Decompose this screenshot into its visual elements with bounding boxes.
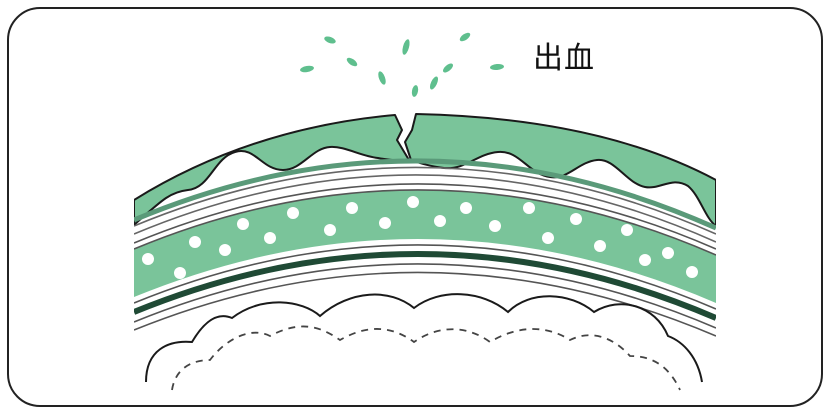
dot bbox=[237, 218, 249, 230]
dot bbox=[346, 202, 358, 214]
dot bbox=[523, 202, 535, 214]
dot bbox=[142, 253, 154, 265]
dot bbox=[542, 232, 554, 244]
dot bbox=[639, 254, 651, 266]
dot bbox=[407, 196, 419, 208]
dot bbox=[434, 215, 446, 227]
dot bbox=[489, 220, 501, 232]
dot bbox=[379, 217, 391, 229]
dot bbox=[287, 207, 299, 219]
dot bbox=[219, 244, 231, 256]
dot bbox=[460, 202, 472, 214]
bleeding-label: 出血 bbox=[533, 33, 595, 77]
dot bbox=[324, 224, 336, 236]
dot bbox=[174, 267, 186, 279]
dot bbox=[264, 232, 276, 244]
dot bbox=[189, 236, 201, 248]
dot bbox=[662, 247, 674, 259]
dot bbox=[686, 266, 698, 278]
dot bbox=[594, 240, 606, 252]
dot bbox=[621, 224, 633, 236]
dot bbox=[570, 213, 582, 225]
